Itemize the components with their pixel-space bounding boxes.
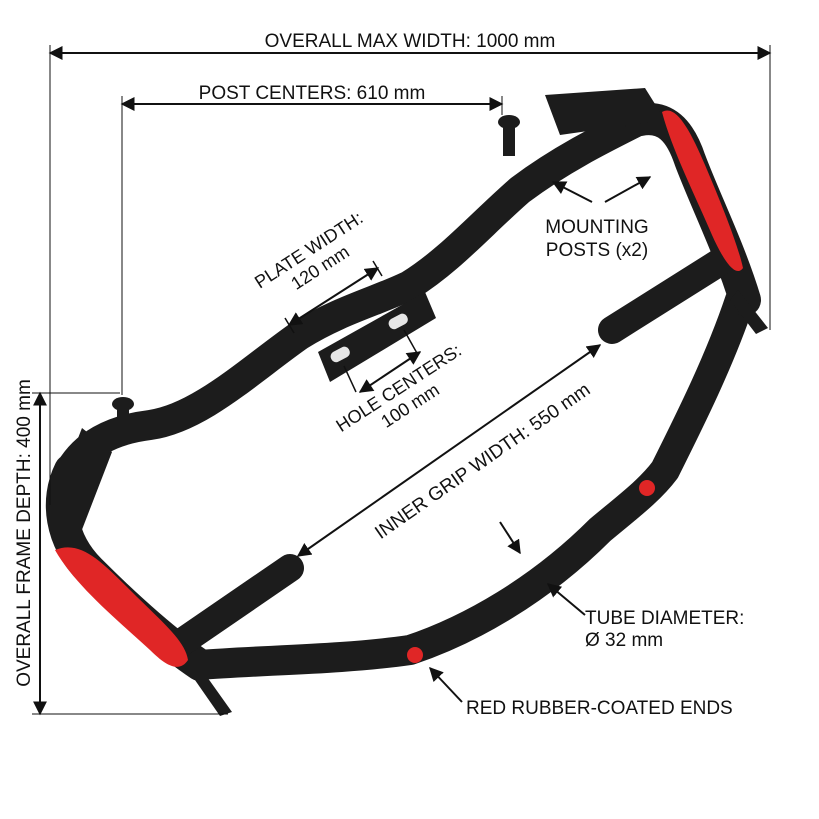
overall-width-label: OVERALL MAX WIDTH: 1000 mm <box>265 31 556 52</box>
mounting-posts-label-line1: MOUNTING <box>545 217 648 238</box>
hole-centers-right-tick <box>403 329 419 356</box>
plate-width-dimension-line <box>287 267 380 326</box>
plate-width-left-tick <box>284 317 295 334</box>
right-lower-tab <box>730 290 768 334</box>
mounting-post-right <box>498 115 520 156</box>
left-red-rubber-end <box>55 547 188 667</box>
inner-grip-width-dimension-line <box>296 344 602 557</box>
mounting-posts-leader-left <box>551 181 593 203</box>
right-corner-bracket <box>545 88 665 135</box>
red-ends-label: RED RUBBER-COATED ENDS <box>466 698 733 719</box>
front-red-cap-right <box>639 480 655 496</box>
post-centers-label: POST CENTERS: 610 mm <box>199 83 426 104</box>
tube-diameter-leader <box>546 583 586 616</box>
mounting-posts-leader-right <box>604 176 652 203</box>
mounting-post-left <box>112 397 134 438</box>
plate-width-right-tick <box>372 260 383 277</box>
tube-diameter-label-line1: TUBE DIAMETER: <box>585 608 744 629</box>
right-inner-grip <box>598 248 734 344</box>
red-ends-leader <box>429 666 463 703</box>
left-inner-grip <box>171 554 304 654</box>
tube-diameter-label-line2: Ø 32 mm <box>585 630 663 651</box>
front-red-cap-left <box>407 647 423 663</box>
left-lower-tab <box>188 660 232 716</box>
annotations <box>32 45 772 716</box>
mounting-posts-label-line2: POSTS (x2) <box>546 240 648 261</box>
tube-diameter-indicator <box>499 521 521 555</box>
right-red-rubber-end <box>662 110 743 272</box>
frame-depth-label: OVERALL FRAME DEPTH: 400 mm <box>14 379 35 687</box>
left-corner-bracket <box>48 428 112 540</box>
